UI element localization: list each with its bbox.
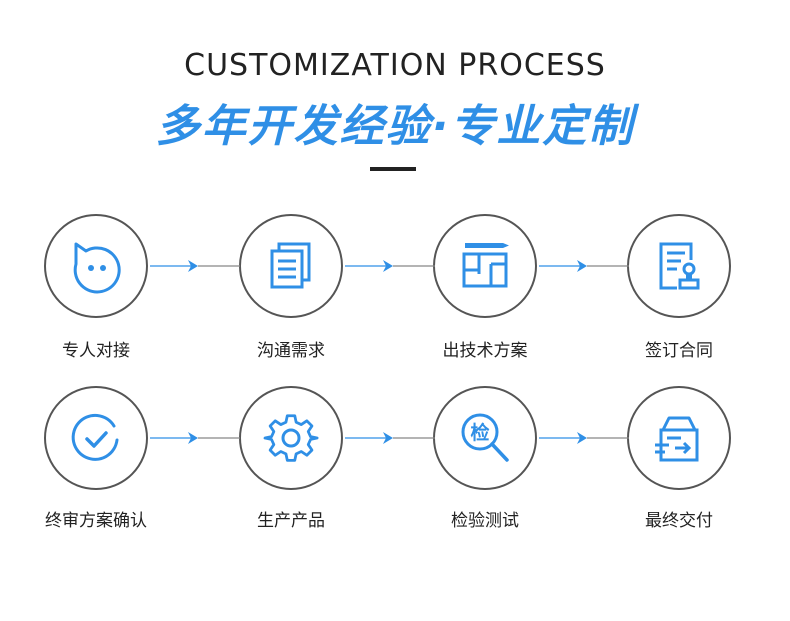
step-6-circle bbox=[239, 386, 343, 490]
step-4-label: 签订合同 bbox=[645, 341, 713, 361]
step-1-circle bbox=[44, 214, 148, 318]
step-8-label: 最终交付 bbox=[645, 511, 713, 531]
arrow-right-icon bbox=[539, 260, 629, 272]
arrow-right-icon bbox=[150, 432, 240, 444]
step-3-circle bbox=[433, 214, 537, 318]
step-1-label: 专人对接 bbox=[62, 341, 130, 361]
step-7-circle: 检 bbox=[433, 386, 537, 490]
arrow-right-icon bbox=[150, 260, 240, 272]
arrow-right-icon bbox=[539, 432, 629, 444]
title-english: CUSTOMIZATION PROCESS bbox=[184, 48, 606, 83]
step-4-circle bbox=[627, 214, 731, 318]
step-5-circle bbox=[44, 386, 148, 490]
check-circle-icon bbox=[71, 413, 119, 461]
step-3-label: 出技术方案 bbox=[442, 341, 528, 361]
step-6-label: 生产产品 bbox=[257, 511, 325, 531]
chat-bubble-icon bbox=[73, 242, 121, 294]
blueprint-icon bbox=[462, 243, 509, 288]
inspect-magnifier-icon: 检 bbox=[461, 413, 509, 462]
step-2-label: 沟通需求 bbox=[257, 341, 325, 361]
title-divider bbox=[370, 167, 416, 171]
documents-icon bbox=[270, 242, 311, 289]
contract-stamp-icon bbox=[659, 242, 700, 290]
arrow-right-icon bbox=[345, 432, 435, 444]
delivery-box-icon bbox=[655, 416, 699, 462]
step-5-label: 终审方案确认 bbox=[45, 511, 147, 531]
step-8-circle bbox=[627, 386, 731, 490]
step-7-label: 检验测试 bbox=[451, 511, 519, 531]
gear-icon bbox=[263, 414, 319, 462]
inspect-glyph: 检 bbox=[470, 421, 489, 444]
title-chinese: 多年开发经验·专业定制 bbox=[155, 101, 635, 152]
arrow-right-icon bbox=[345, 260, 435, 272]
step-2-circle bbox=[239, 214, 343, 318]
